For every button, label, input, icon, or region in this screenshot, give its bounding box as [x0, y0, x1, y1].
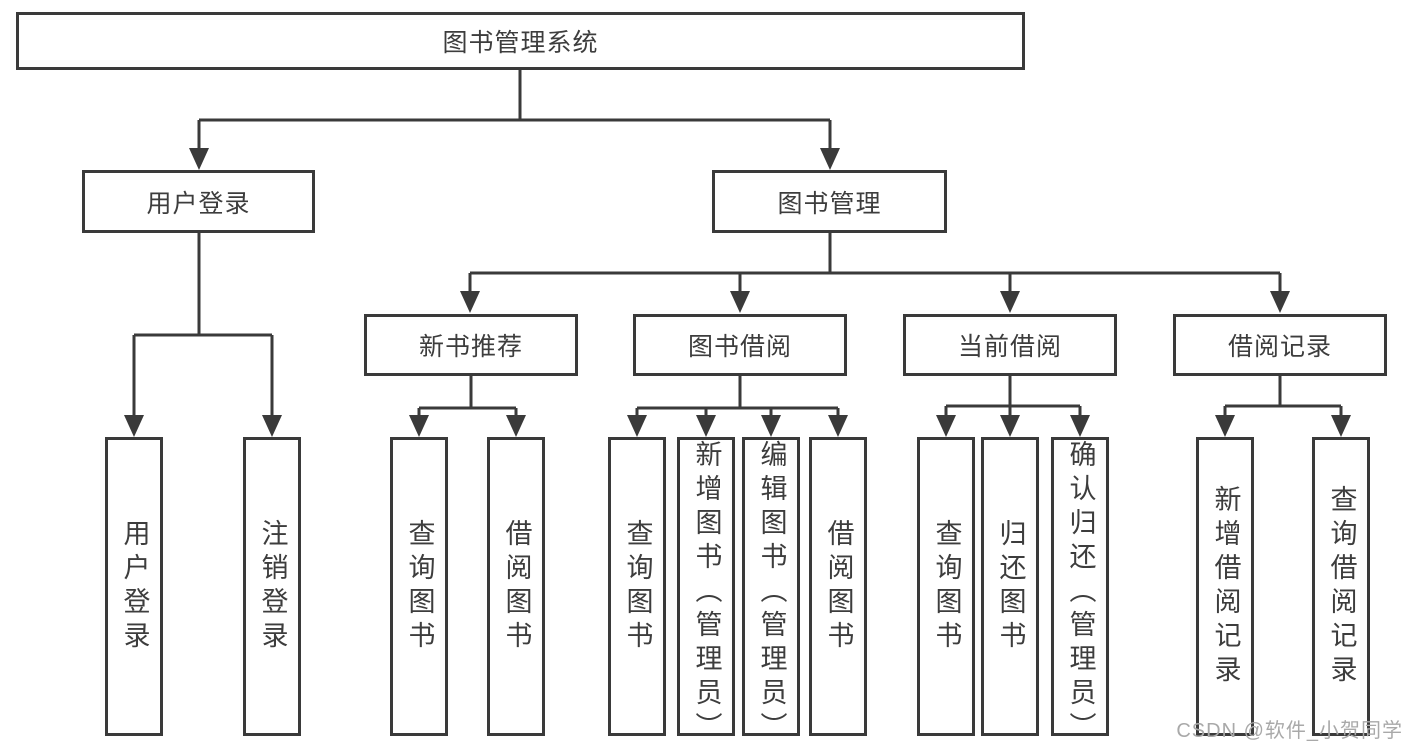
leaf-logout: 注销登录	[243, 437, 301, 736]
leaf-edit-book-admin: 编辑图书（管理员）	[742, 437, 800, 746]
watermark: CSDN @软件_小贺同学	[1176, 720, 1403, 742]
leaf-add-book-admin: 新增图书（管理员）	[677, 437, 735, 746]
leaf-borrow-books-recommend: 借阅图书	[487, 437, 545, 736]
node-library-management-system: 图书管理系统	[16, 12, 1025, 70]
leaf-query-books-borrow: 查询图书	[608, 437, 666, 736]
node-borrowing-records: 借阅记录	[1173, 314, 1387, 376]
node-new-book-recommend: 新书推荐	[364, 314, 578, 376]
leaf-add-borrow-record: 新增借阅记录	[1196, 437, 1254, 736]
leaf-return-book: 归还图书	[981, 437, 1039, 736]
leaf-borrow-books-borrow: 借阅图书	[809, 437, 867, 736]
node-user-login: 用户登录	[82, 170, 315, 233]
node-book-borrowing: 图书借阅	[633, 314, 847, 376]
node-book-management: 图书管理	[712, 170, 947, 233]
leaf-user-login: 用户登录	[105, 437, 163, 736]
node-current-borrowing: 当前借阅	[903, 314, 1117, 376]
leaf-confirm-return-admin: 确认归还（管理员）	[1051, 437, 1109, 746]
leaf-query-books-current: 查询图书	[917, 437, 975, 736]
leaf-query-borrow-record: 查询借阅记录	[1312, 437, 1370, 736]
leaf-query-books-recommend: 查询图书	[390, 437, 448, 736]
